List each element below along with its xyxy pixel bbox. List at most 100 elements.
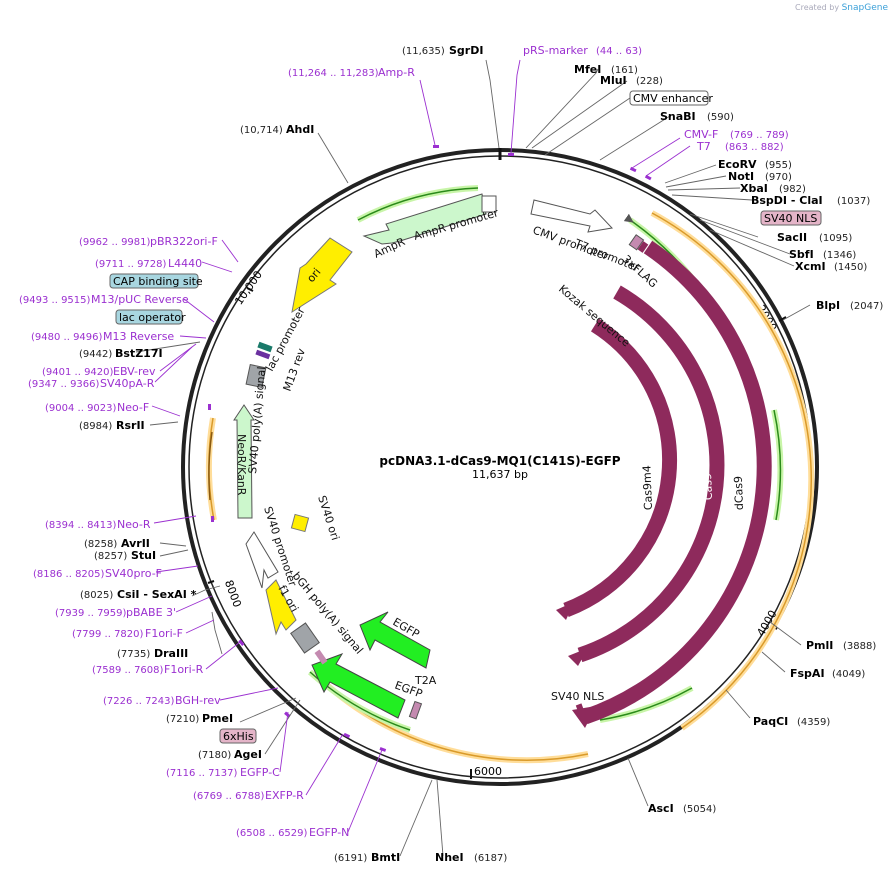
site-sgrdi-pos: (11,635) (402, 46, 445, 57)
primer-mark-neof (208, 404, 211, 410)
site-bstz17i-pos: (9442) (79, 349, 112, 360)
site-mfei-pos: (161) (611, 65, 638, 76)
bgh-box (290, 622, 320, 654)
site-mlui-pos: (228) (636, 76, 663, 87)
sv40-nls-box (760, 210, 822, 226)
site-bstz17i: BstZ17I (115, 347, 163, 360)
primer-mark-f1orir (238, 639, 245, 646)
primer-prs-marker: pRS-marker (523, 44, 588, 57)
primer-mark-exfpr (343, 732, 351, 739)
site-pmei-pos: (7210) (166, 714, 199, 725)
ruler-tick-10000 (246, 287, 254, 292)
lac-operator-box (115, 309, 183, 325)
site-pmei: PmeI (202, 712, 233, 725)
primer-mark-prs (508, 153, 514, 156)
green-arc-3-line (599, 687, 693, 721)
site-stui: StuI (131, 549, 156, 562)
sv40-ori-label: SV40 ori (315, 494, 342, 542)
sv40-promoter-arrow (245, 531, 279, 589)
primer-mark-neor (211, 516, 214, 522)
site-blpi: BlpI (816, 299, 840, 312)
primer-sv40pro: SV40pro-F (105, 567, 162, 580)
primer-egfpn: EGFP-N (309, 826, 349, 839)
flag-tag-box (628, 234, 645, 251)
site-ecorv: EcoRV (718, 158, 757, 171)
sv40-polya-box (245, 363, 267, 389)
primer-leader-lines (151, 59, 691, 833)
site-bmti-pos: (6191) (334, 853, 367, 864)
primer-pbr322ori: pBR322ori-F (150, 235, 218, 248)
m13-box (255, 349, 271, 360)
primer-neor-pos: (8394 .. 8413) (45, 520, 117, 531)
site-xbai-pos: (982) (779, 184, 806, 195)
site-avrii: AvrII (121, 537, 150, 550)
site-bmti: BmtI (371, 851, 400, 864)
ori-arrow (291, 237, 353, 314)
primer-cmvf: CMV-F (684, 128, 718, 141)
t2a-label: T2A (414, 674, 437, 687)
cas9m4-arrowhead (556, 602, 574, 620)
site-bspdi-pos: (1037) (837, 196, 870, 207)
primer-m13puc-pos: (9493 .. 9515) (19, 295, 91, 306)
site-pmli-pos: (3888) (843, 641, 876, 652)
primer-pbabe-pos: (7939 .. 7959) (55, 608, 127, 619)
primer-l4440: L4440 (168, 257, 202, 270)
green-arc-5-line (357, 187, 479, 221)
primer-f1orir-pos: (7589 .. 7608) (92, 665, 164, 676)
primer-t7: T7 (696, 140, 711, 153)
ruler-label-6000: 6000 (474, 765, 502, 778)
primer-mark-ampr (433, 145, 439, 148)
primer-bghrev: BGH-rev (175, 694, 221, 707)
snapgene-credit: Created by SnapGene (795, 3, 888, 13)
dcas9-label: dCas9 (732, 476, 746, 511)
snapgene-logo: SnapGene (841, 3, 888, 13)
primer-m13rev: M13 Reverse (103, 330, 174, 343)
ruler-tick-8000 (207, 580, 215, 584)
site-rsrii: RsrII (116, 419, 145, 432)
site-avrii-pos: (8258) (84, 539, 117, 550)
nls-box-top (637, 241, 649, 253)
site-sacii: SacII (777, 231, 807, 244)
primer-cmvf-pos: (769 .. 789) (730, 130, 789, 141)
site-paqci-pos: (4359) (797, 717, 830, 728)
site-sacii-pos: (1095) (819, 233, 852, 244)
primer-exfpr-pos: (6769 .. 6788) (193, 791, 265, 802)
primer-sv40pro-pos: (8186 .. 8205) (33, 569, 105, 580)
cas9m4-arc (563, 318, 678, 618)
cmv-enhancer-box (629, 90, 709, 106)
credit-prefix: Created by (795, 3, 840, 12)
site-snabi: SnaBI (660, 110, 696, 123)
site-fspai-pos: (4049) (832, 669, 865, 680)
lac-operator-label: lac operator (119, 311, 186, 324)
cap-binding-box (109, 273, 199, 289)
cap-binding-label: CAP binding site (113, 275, 203, 288)
plasmid-size: 11,637 bp (472, 468, 528, 481)
primer-neof: Neo-F (117, 401, 149, 414)
primer-neor: Neo-R (117, 518, 151, 531)
dcas9-arc (582, 240, 772, 725)
site-draiii-pos: (7735) (117, 649, 150, 660)
primer-egfpc: EGFP-C (240, 766, 280, 779)
primer-ampr: Amp-R (378, 66, 415, 79)
site-agei: AgeI (234, 748, 262, 761)
primer-neof-pos: (9004 .. 9023) (45, 403, 117, 414)
primer-mark-egfpn (379, 747, 387, 752)
ampr-arrow (362, 193, 487, 245)
primer-bghrev-pos: (7226 .. 7243) (103, 696, 175, 707)
site-mlui: MluI (600, 74, 627, 87)
t2a-box (408, 700, 423, 720)
ruler-label-8000: 8000 (222, 578, 244, 609)
site-nhei-pos: (6187) (474, 853, 507, 864)
egfp-arrow-1 (359, 611, 431, 669)
site-draiii: DraIII (154, 647, 188, 660)
site-noti: NotI (728, 170, 754, 183)
neor-label: NeoR/KanR (235, 434, 248, 496)
primer-l4440-pos: (9711 .. 9728) (95, 259, 167, 270)
site-stui-pos: (8257) (94, 551, 127, 562)
primer-mark-t7 (644, 174, 652, 181)
primer-f1orif: F1ori-F (145, 627, 183, 640)
site-bspdi-clai: BspDI - ClaI (751, 194, 823, 207)
site-agei-pos: (7180) (198, 750, 231, 761)
primer-ebvrev: EBV-rev (113, 365, 156, 378)
